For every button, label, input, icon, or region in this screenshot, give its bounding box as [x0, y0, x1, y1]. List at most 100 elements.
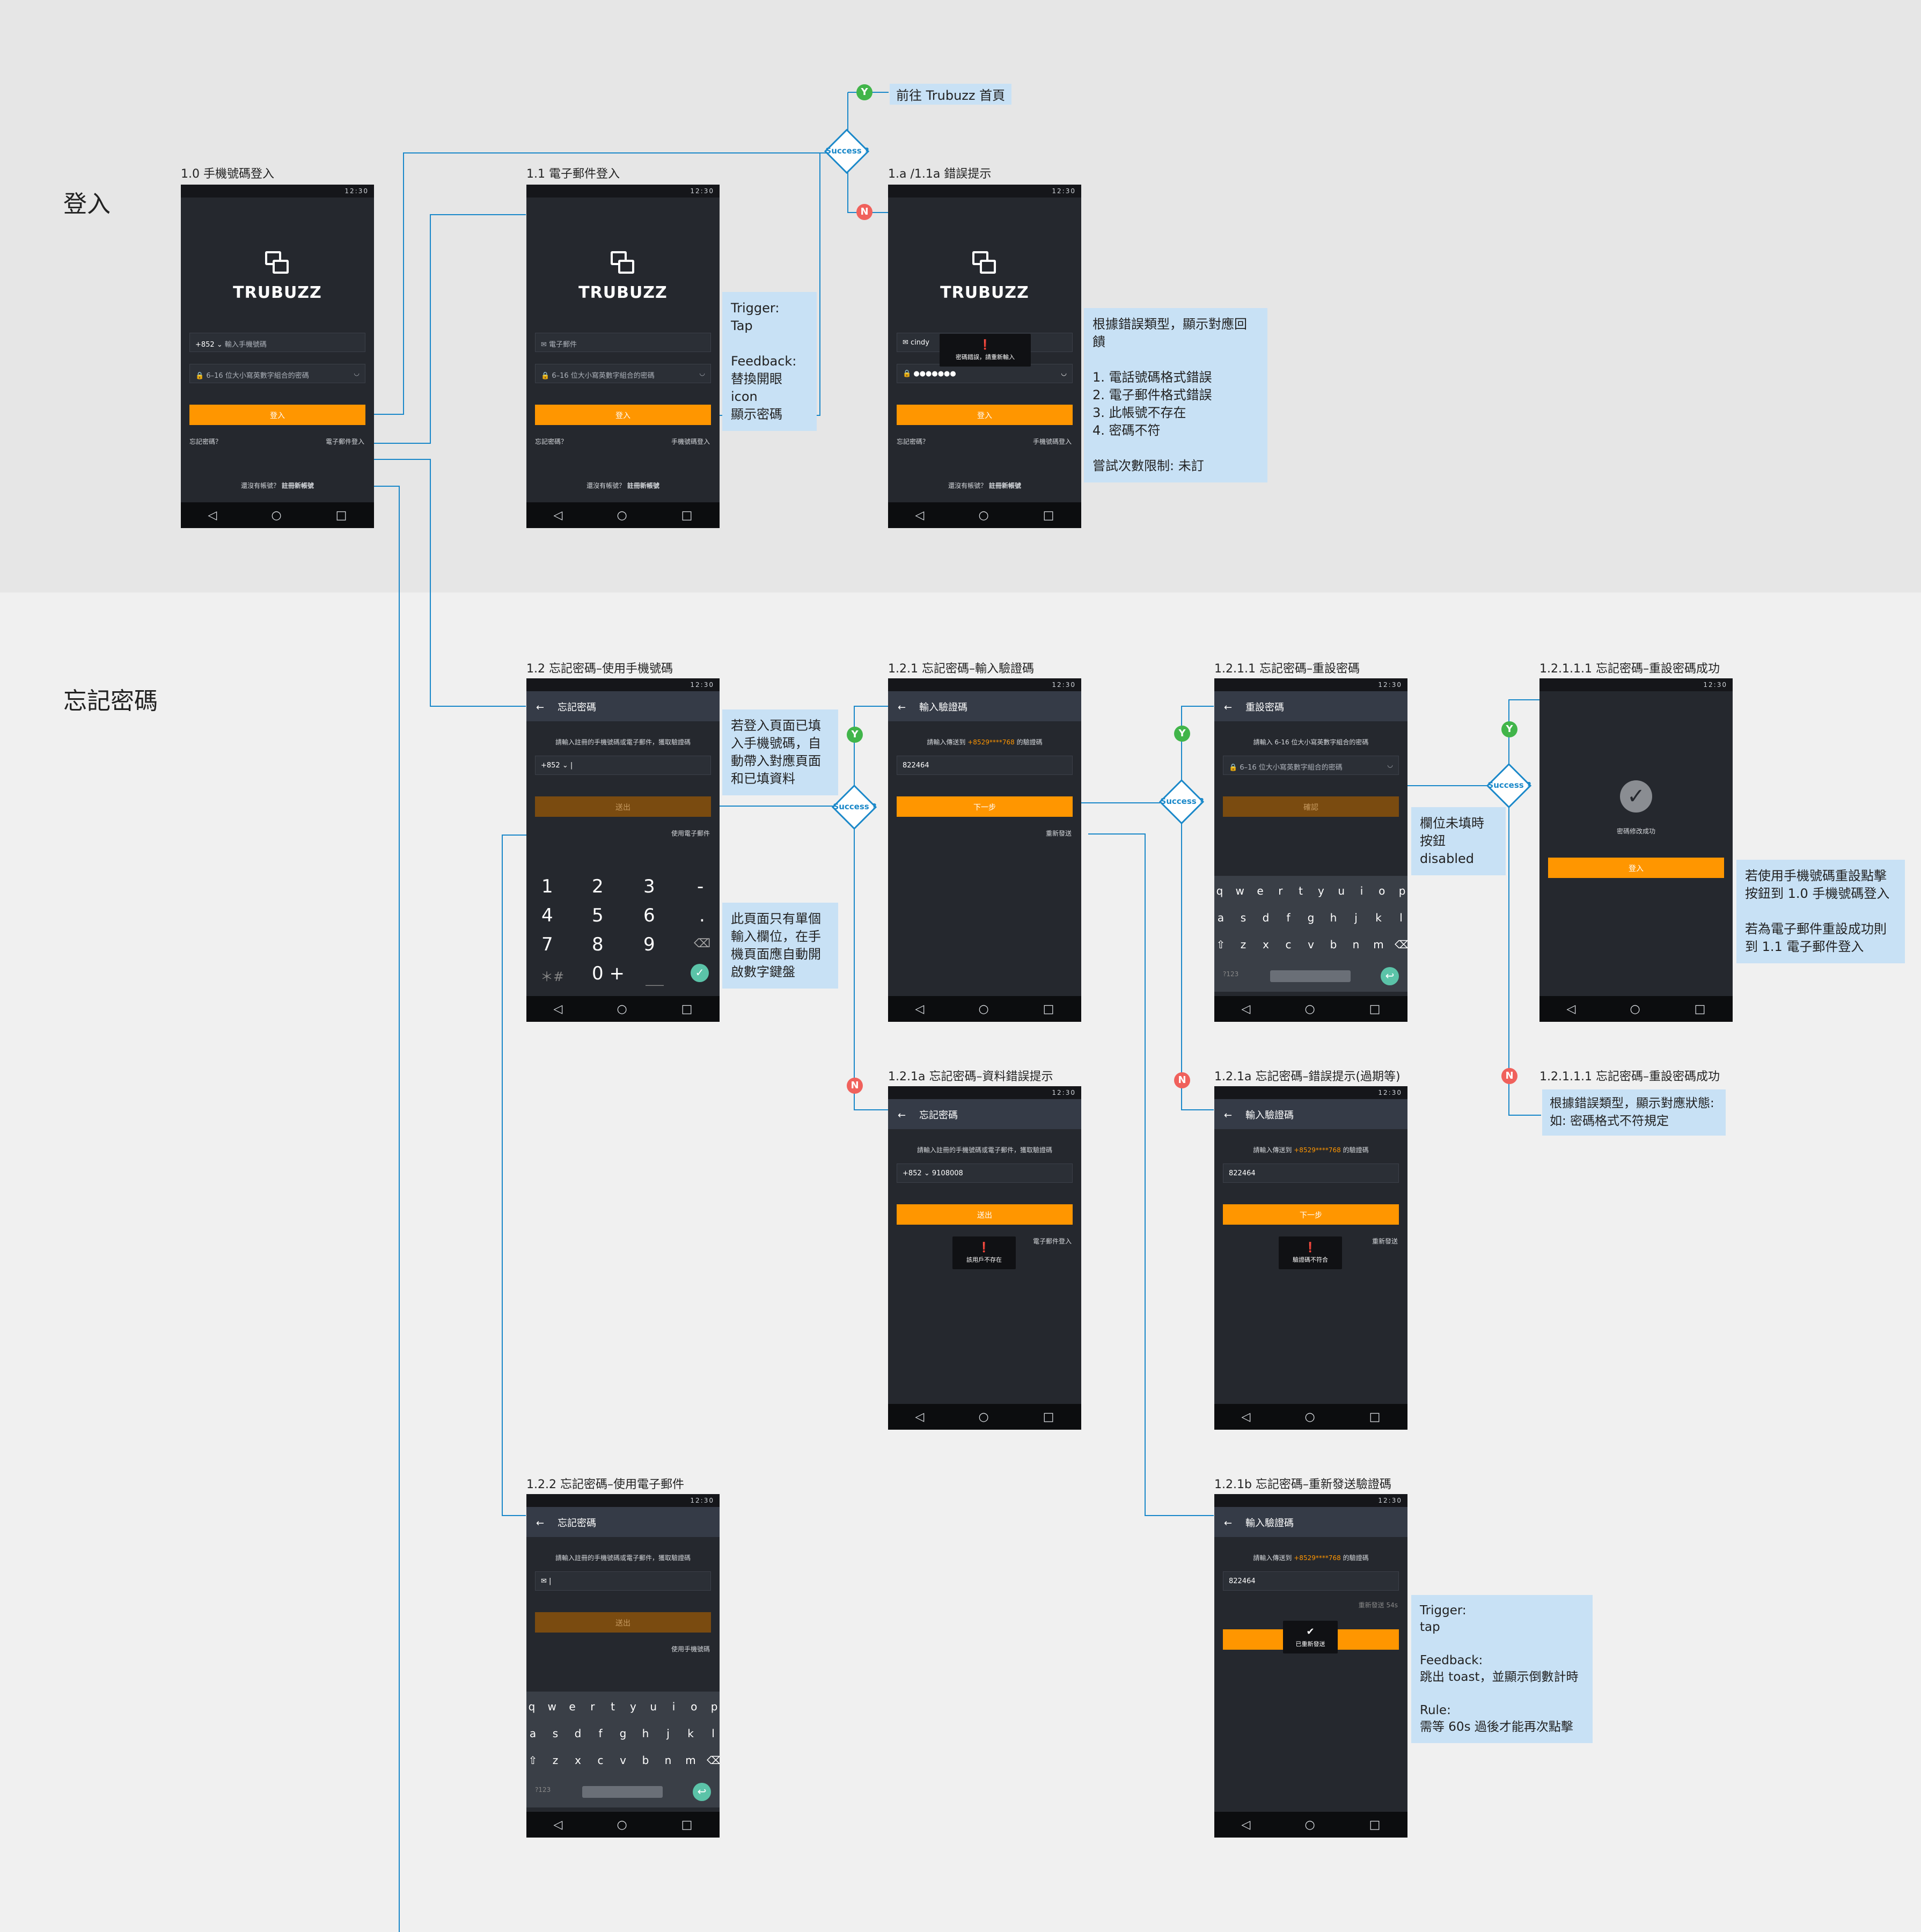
keyboard-key[interactable]: m [1373, 938, 1384, 951]
recent-icon[interactable]: □ [1043, 1002, 1054, 1016]
key-enter[interactable]: ↩ [1381, 967, 1399, 985]
recent-icon[interactable]: □ [1694, 1002, 1706, 1016]
keyboard-key[interactable]: y [629, 1700, 636, 1713]
keyboard-key[interactable]: w [1235, 884, 1244, 897]
keyboard-key[interactable]: ⌫ [707, 1754, 720, 1767]
key-dash[interactable]: - [697, 876, 704, 897]
keyboard-key[interactable]: a [1217, 911, 1225, 924]
next-button[interactable]: 下一步 [1223, 1204, 1399, 1225]
use-email-link[interactable]: 使用電子郵件 [671, 830, 710, 837]
keyboard-key[interactable]: l [1399, 911, 1403, 924]
keyboard-key[interactable]: k [1375, 911, 1382, 924]
keyboard-key[interactable]: k [687, 1727, 694, 1740]
register-link[interactable]: 註冊新帳號 [627, 482, 659, 489]
use-phone-link[interactable]: 使用手機號碼 [671, 1645, 710, 1653]
back-icon[interactable]: ◁ [553, 1818, 563, 1832]
key-7[interactable]: 7 [541, 934, 553, 955]
home-icon[interactable]: ○ [1304, 1410, 1315, 1424]
login-button[interactable]: 登入 [1548, 858, 1724, 878]
keyboard-key[interactable]: c [597, 1754, 604, 1767]
keyboard-key[interactable]: i [672, 1700, 676, 1713]
home-icon[interactable]: ○ [617, 1002, 627, 1016]
recent-icon[interactable]: □ [1369, 1410, 1381, 1424]
keyboard-key[interactable]: ⇧ [528, 1754, 538, 1767]
key-9[interactable]: 9 [643, 934, 655, 955]
home-icon[interactable]: ○ [1304, 1002, 1315, 1016]
key-enter[interactable]: ↩ [693, 1783, 711, 1801]
back-icon[interactable]: ◁ [1566, 1002, 1576, 1016]
email-login-link[interactable]: 電子郵件登入 [1032, 1238, 1072, 1245]
keyboard-key[interactable]: s [1240, 911, 1247, 924]
keyboard-key[interactable]: z [552, 1754, 559, 1767]
back-arrow-icon[interactable]: ← [1224, 1110, 1233, 1121]
resend-link[interactable]: 重新發送 [1045, 830, 1072, 837]
keyboard-key[interactable]: j [1354, 911, 1358, 924]
eye-icon[interactable]: ◡ [699, 369, 705, 377]
key-1[interactable]: 1 [541, 876, 553, 897]
keyboard-key[interactable]: q [528, 1700, 536, 1713]
key-2[interactable]: 2 [592, 876, 604, 897]
key-dot[interactable]: . [699, 905, 705, 926]
keyboard-key[interactable]: x [1263, 938, 1269, 951]
register-link[interactable]: 註冊新帳號 [988, 482, 1021, 489]
keyboard-key[interactable]: b [1330, 938, 1337, 951]
keyboard-key[interactable]: y [1317, 884, 1324, 897]
back-icon[interactable]: ◁ [915, 1002, 925, 1016]
email-login-link[interactable]: 電子郵件登入 [325, 438, 364, 445]
recent-icon[interactable]: □ [681, 1002, 693, 1016]
eye-icon[interactable]: ◡ [1387, 761, 1393, 769]
phone-login-link[interactable]: 手機號碼登入 [1032, 438, 1072, 445]
keyboard-key[interactable]: f [598, 1727, 603, 1740]
phone-login-link[interactable]: 手機號碼登入 [671, 438, 710, 445]
resend-link[interactable]: 重新發送 [1372, 1238, 1398, 1245]
home-icon[interactable]: ○ [978, 1002, 989, 1016]
keyboard-key[interactable]: q [1216, 884, 1223, 897]
next-button[interactable]: 下一步 [897, 796, 1073, 817]
eye-icon[interactable]: ◡ [1061, 369, 1067, 377]
key-5[interactable]: 5 [592, 905, 604, 926]
key-0[interactable]: 0 + [592, 963, 625, 984]
key-8[interactable]: 8 [592, 934, 604, 955]
keyboard-key[interactable]: b [642, 1754, 649, 1767]
keyboard-key[interactable]: d [1262, 911, 1270, 924]
register-link[interactable]: 註冊新帳號 [281, 482, 314, 489]
back-icon[interactable]: ◁ [1241, 1410, 1251, 1424]
keyboard-key[interactable]: d [574, 1727, 582, 1740]
forgot-password-link[interactable]: 忘記密碼？ [897, 438, 929, 445]
home-icon[interactable]: ○ [1630, 1002, 1640, 1016]
send-button[interactable]: 送出 [535, 796, 711, 817]
forgot-password-link[interactable]: 忘記密碼？ [535, 438, 568, 445]
login-button[interactable]: 登入 [189, 405, 365, 425]
keyboard-key[interactable]: r [590, 1700, 595, 1713]
key-ok[interactable]: ✓ [691, 964, 709, 982]
home-icon[interactable]: ○ [617, 1818, 627, 1832]
keyboard-key[interactable]: e [1257, 884, 1264, 897]
keyboard-key[interactable]: s [552, 1727, 559, 1740]
password-input[interactable]: 🔒 6–16 位大小寫英數字組合的密碼◡ [189, 364, 365, 383]
back-arrow-icon[interactable]: ← [898, 702, 906, 713]
keyboard-key[interactable]: g [619, 1727, 627, 1740]
keyboard-key[interactable]: c [1285, 938, 1292, 951]
keyboard-key[interactable]: u [1338, 884, 1345, 897]
keyboard-key[interactable]: a [529, 1727, 537, 1740]
back-icon[interactable]: ◁ [208, 508, 217, 522]
login-button[interactable]: 登入 [897, 405, 1073, 425]
phone-input[interactable]: +852 ⌄ 輸入手機號碼 [189, 333, 365, 352]
keyboard-key[interactable]: i [1360, 884, 1363, 897]
back-arrow-icon[interactable]: ← [536, 1518, 545, 1529]
recent-icon[interactable]: □ [681, 1818, 693, 1832]
home-icon[interactable]: ○ [978, 508, 989, 522]
keyboard-key[interactable]: x [575, 1754, 581, 1767]
recent-icon[interactable]: □ [1369, 1818, 1381, 1832]
confirm-button[interactable]: 確認 [1223, 796, 1399, 817]
keyboard-key[interactable]: p [1398, 884, 1406, 897]
back-icon[interactable]: ◁ [553, 1002, 563, 1016]
recent-icon[interactable]: □ [1043, 508, 1054, 522]
home-icon[interactable]: ○ [271, 508, 282, 522]
eye-icon[interactable]: ◡ [354, 369, 360, 377]
keyboard-key[interactable]: t [1299, 884, 1303, 897]
phone-input[interactable]: +852 ⌄ 9108008 [897, 1163, 1073, 1183]
key-4[interactable]: 4 [541, 905, 553, 926]
forgot-password-link[interactable]: 忘記密碼？ [189, 438, 222, 445]
code-input[interactable]: 822464 [1223, 1571, 1399, 1591]
